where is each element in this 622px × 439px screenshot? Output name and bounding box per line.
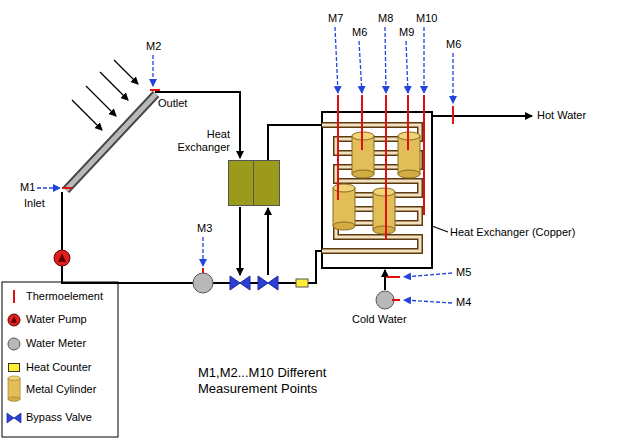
- measurement-point: M8: [378, 12, 393, 25]
- bypass-valves: [258, 276, 278, 290]
- measurement-arrows: [404, 273, 452, 277]
- thermoelements: [452, 106, 454, 124]
- thermoelements: [62, 187, 72, 189]
- sun-rays: [72, 100, 102, 130]
- pump: [58, 253, 66, 262]
- pipes: [432, 115, 532, 117]
- thermoelements: [62, 90, 453, 300]
- pump: [54, 250, 70, 266]
- measurement-arrows: [359, 41, 362, 93]
- metal-cylinders: [333, 132, 420, 234]
- part-label: Hot Water: [537, 109, 586, 122]
- measurement-point: M10: [416, 12, 437, 25]
- part-label: Cold Water: [352, 313, 407, 326]
- caption: M1,M2...M10 Different Measurement Points: [198, 365, 368, 397]
- measurement-arrows: [202, 237, 203, 266]
- thermoelements: [392, 299, 400, 301]
- node-heading: Heat Exchanger: [168, 128, 230, 154]
- measurement-point: M7: [328, 12, 343, 25]
- metal-cylinders: [373, 188, 395, 234]
- thermoelements: [423, 95, 425, 215]
- pipes: [268, 125, 322, 160]
- legend-icons: [13, 290, 15, 303]
- sun-rays: [114, 60, 138, 84]
- legend-frame: [2, 282, 118, 437]
- pipes: [278, 282, 296, 284]
- pipes: [62, 92, 532, 290]
- pipes: [213, 282, 230, 284]
- part-label: Inlet: [24, 197, 45, 210]
- measurement-arrows: [404, 300, 452, 303]
- legend-icons: [11, 316, 17, 323]
- measurement-arrows: [152, 55, 153, 86]
- heat-exchanger: Heat Exchanger: [168, 128, 280, 206]
- thermoelements: [337, 95, 339, 200]
- pipes: [155, 92, 240, 158]
- pipes: [308, 251, 322, 283]
- legend-icons: [8, 338, 20, 350]
- part-label: Outlet: [158, 97, 187, 110]
- thermoelements: [407, 95, 409, 150]
- measurement-arrows: [385, 27, 386, 93]
- metal-cylinders: [333, 184, 355, 230]
- pipes: [267, 208, 269, 275]
- measurement-point: M6: [352, 26, 367, 39]
- solar-collector: [66, 94, 156, 190]
- legend-swatch: [8, 363, 20, 372]
- legend-text: Metal Cylinder: [26, 383, 96, 396]
- pipes: [62, 266, 193, 283]
- measurement-point: M6: [446, 38, 461, 51]
- copper-coil: [322, 125, 420, 251]
- sun-rays: [100, 72, 128, 100]
- legend-text: Bypass Valve: [26, 411, 92, 424]
- solar-collector: [66, 94, 156, 190]
- pipes: [61, 192, 63, 250]
- bypass-valves: [230, 276, 278, 290]
- measurement-arrows: [37, 27, 453, 303]
- legend-text: Thermoelement: [26, 290, 103, 303]
- copper-coil: [322, 125, 420, 251]
- copper-coil: [322, 125, 420, 251]
- thermoelements: [202, 268, 204, 273]
- water-meter: [193, 273, 394, 309]
- water-meter: [376, 291, 394, 309]
- measurement-point: M3: [197, 222, 212, 235]
- heat-counter: [296, 279, 308, 287]
- thermoelements: [385, 95, 387, 240]
- thermoelements: [386, 276, 400, 278]
- exchanger-box: [228, 160, 280, 206]
- measurement-point: M9: [399, 26, 414, 39]
- heat-counter: [296, 279, 308, 287]
- measurement-arrows: [423, 27, 424, 93]
- part-label: Heat Exchanger (Copper): [450, 226, 575, 239]
- legend-text: Heat Counter: [26, 361, 91, 374]
- pipes: [239, 207, 241, 275]
- measurement-point: M5: [456, 266, 471, 279]
- legend-frame: [2, 282, 118, 437]
- legend-icons: [8, 376, 20, 401]
- pipes: [384, 270, 386, 290]
- legend-icons: [7, 413, 21, 423]
- measurement-arrows: [37, 187, 60, 188]
- measurement-arrows: [406, 41, 408, 93]
- water-meter: [193, 273, 213, 293]
- bypass-valves: [230, 276, 250, 290]
- measurement-arrows: [335, 27, 338, 93]
- legend-icons: [7, 290, 21, 423]
- pump: [54, 250, 70, 266]
- pipes: [250, 282, 258, 284]
- sun-rays: [86, 86, 116, 116]
- legend-text: Water Meter: [26, 337, 86, 350]
- measurement-arrows: [452, 53, 453, 103]
- solar-collector: [66, 94, 156, 190]
- thermoelements: [150, 89, 160, 91]
- measurement-point: M2: [146, 40, 161, 53]
- legend-text: Water Pump: [26, 313, 87, 326]
- legend-icons: [8, 314, 20, 326]
- measurement-point: M1: [20, 181, 35, 194]
- measurement-point: M4: [456, 296, 471, 309]
- thermoelements: [361, 95, 363, 150]
